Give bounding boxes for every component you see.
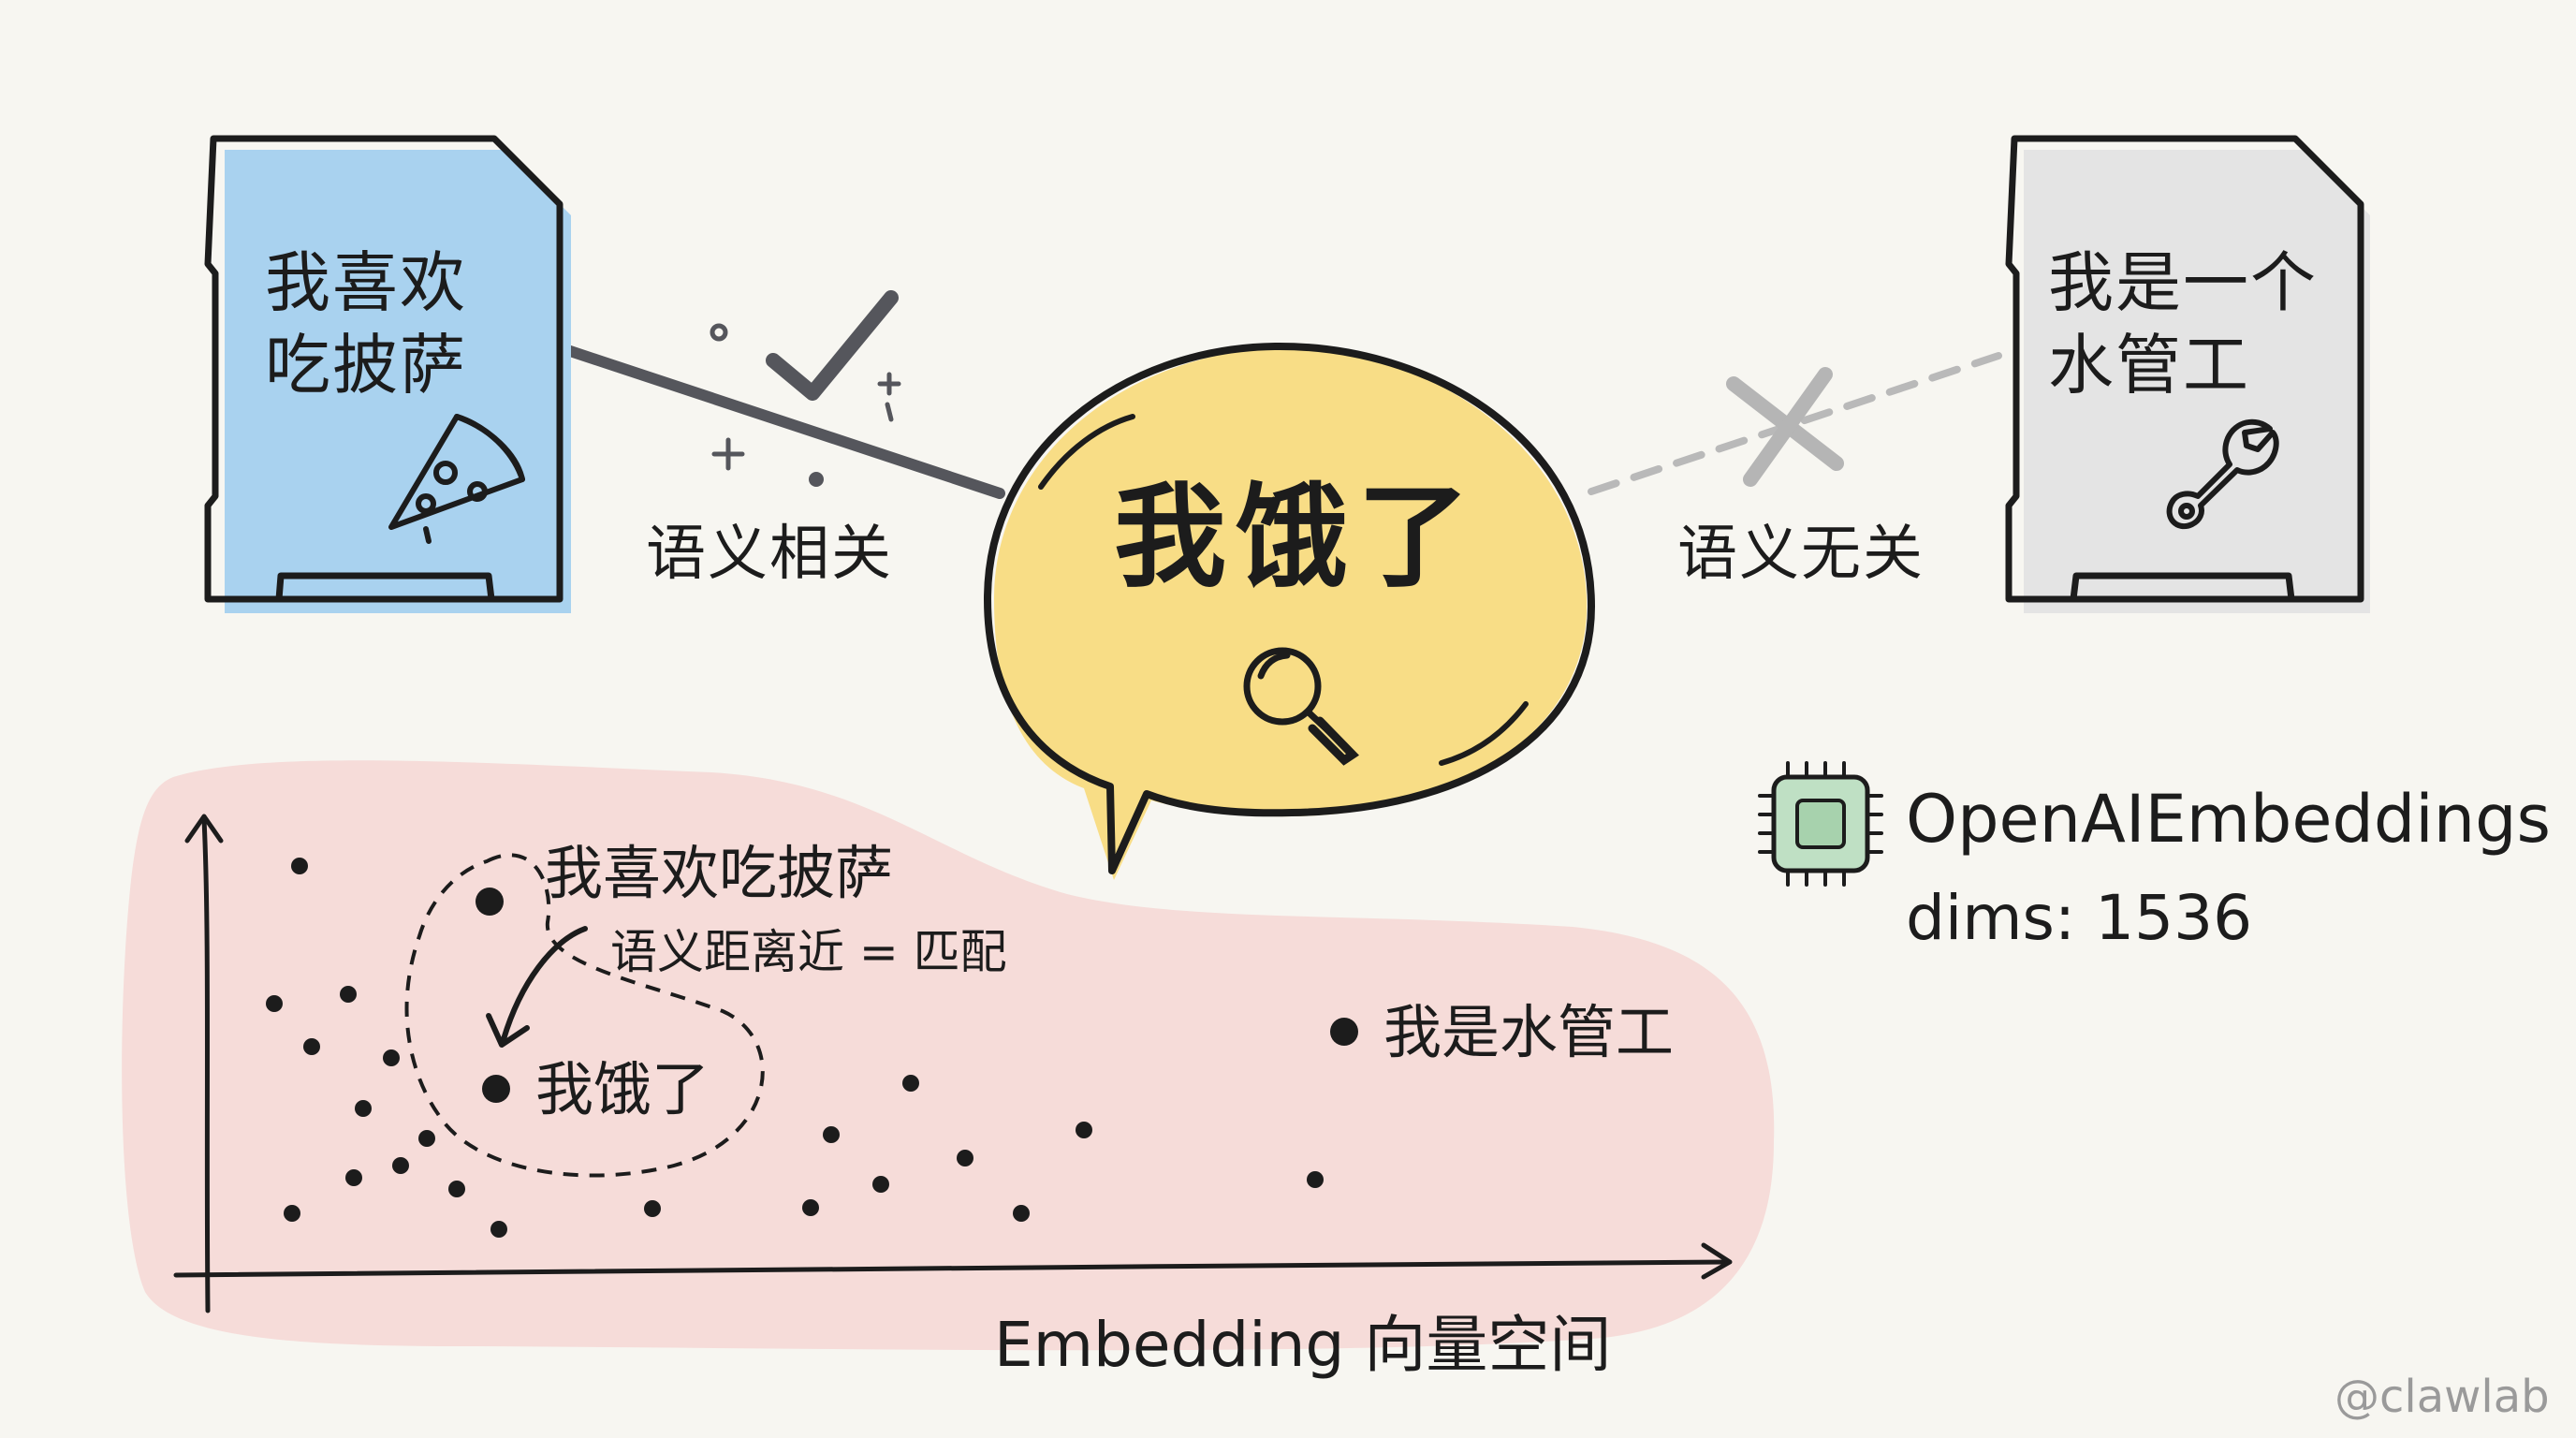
scatter-point [1013,1205,1030,1222]
scatter-point [644,1200,661,1217]
sparkle-icon [710,323,901,471]
background-points [266,858,1324,1238]
scatter-point [957,1150,973,1167]
point-pizza [476,888,504,916]
point-label-pizza: 我喜欢吃披萨 [545,839,894,907]
irrelevant-link-line [1588,352,2002,495]
scatter-point [1307,1171,1324,1188]
scatter-point [872,1176,889,1193]
relevant-label: 语义相关 [646,520,893,589]
match-note: 语义距离近 = 匹配 [610,925,1007,979]
irrelevant-card-text-line2: 水管工 [2048,327,2250,404]
point-hungry [482,1075,510,1103]
scatter-point [266,995,283,1012]
plot-axes [173,814,1733,1313]
point-label-plumber: 我是水管工 [1383,998,1675,1066]
query-bubble [984,342,1595,880]
model-dims: dims: 1536 [1906,882,2253,954]
sparkle-dot [809,472,824,487]
cross-icon [1726,367,1844,487]
scatter-point [823,1126,840,1143]
match-arrow [486,926,588,1048]
scatter-point [802,1199,819,1216]
irrelevant-label: 语义无关 [1677,520,1925,589]
scatter-point [1076,1122,1092,1138]
model-name: OpenAIEmbeddings [1906,781,2551,858]
irrelevant-card [2005,135,2370,613]
pizza-icon [388,414,525,544]
watermark: @clawlab [2334,1371,2550,1423]
vector-space-region [122,760,1775,1351]
chip-icon [1758,761,1883,887]
relevant-link-line [556,343,1005,499]
magnifier-icon [1243,647,1359,766]
point-label-hungry: 我饿了 [535,1055,710,1123]
scatter-point [418,1130,435,1147]
scatter-point [340,986,357,1003]
scatter-point [383,1049,400,1066]
scatter-point [303,1038,320,1055]
scatter-point [291,858,308,874]
scatter-point [448,1181,465,1197]
scatter-point [345,1169,362,1186]
axis-title: Embedding 向量空间 [994,1309,1612,1381]
irrelevant-card-text-line1: 我是一个 [2048,244,2318,321]
cluster-loop [404,853,765,1178]
scatter-point [284,1205,300,1222]
doc-card-text-line2: 吃披萨 [265,327,467,404]
wrench-icon [2166,418,2279,529]
scatter-point [490,1221,507,1238]
scatter-point [355,1100,372,1117]
scatter-point [902,1075,919,1092]
doc-card-text-line1: 我喜欢 [265,244,467,321]
point-plumber [1330,1018,1358,1046]
scatter-point [392,1157,409,1174]
query-text: 我饿了 [1114,473,1479,603]
checkmark-icon [766,290,899,401]
